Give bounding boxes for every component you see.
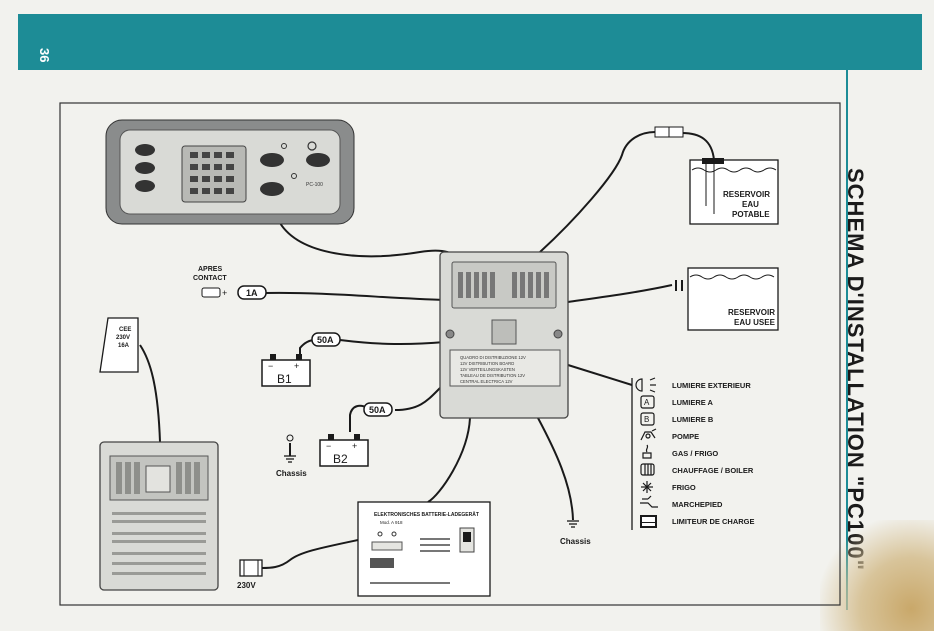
legend-row: B LUMIERE B <box>640 412 714 426</box>
fuse-50a-1-label: 50A <box>317 335 334 345</box>
diagram-frame <box>59 102 841 606</box>
battery-b2-label: B2 <box>333 452 348 466</box>
svg-text:B: B <box>644 415 649 424</box>
charger-model: Mod. A 918 <box>380 520 403 525</box>
legend-row: LIMITEUR DE CHARGE <box>640 515 755 528</box>
board-text-2: 12V DISTRIBUTION BOARD <box>460 361 514 366</box>
legend-label: LUMIERE EXTERIEUR <box>672 381 751 390</box>
reservoir-potable-label-1: RESERVOIR <box>723 190 770 199</box>
legend-label: LIMITEUR DE CHARGE <box>672 517 755 526</box>
legend-label: FRIGO <box>672 483 696 492</box>
legend-row: POMPE <box>640 428 699 441</box>
charge-limiter-icon <box>640 515 657 528</box>
distribution-board: QUADRO DI DISTRIBUZIONE 12V 12V DISTRIBU… <box>439 251 569 419</box>
reservoir-eau-potable: RESERVOIR EAU POTABLE <box>654 126 779 225</box>
svg-text:+: + <box>222 288 227 298</box>
ground-symbol-2 <box>567 520 579 528</box>
fuse-1a <box>237 285 267 300</box>
fridge-icon <box>641 481 653 493</box>
legend-row: CHAUFFAGE / BOILER <box>640 463 754 476</box>
battery-b2: − + B2 <box>286 434 369 467</box>
power-unit <box>99 441 219 591</box>
legend-row: LUMIERE EXTERIEUR <box>635 377 751 393</box>
light-b-icon: B <box>640 412 655 426</box>
heater-icon <box>640 463 655 476</box>
chassis-label-2: Chassis <box>560 537 591 546</box>
light-a-icon: A <box>640 395 655 409</box>
plug-230v-label: 230V <box>237 581 256 590</box>
fuse-1a-label: 1A <box>246 288 258 298</box>
cee-inlet: CEE 230V 16A <box>99 317 139 373</box>
reservoir-potable-label-3: POTABLE <box>732 210 770 219</box>
panel-model: PC-100 <box>306 182 323 188</box>
gas-fridge-icon <box>642 444 652 459</box>
board-text-5: CENTRAL ELECTRICA 12V <box>460 379 513 384</box>
legend-label: CHAUFFAGE / BOILER <box>672 466 754 475</box>
svg-text:−: − <box>268 361 273 371</box>
fuse-50a-2 <box>363 402 393 417</box>
legend-row: GAS / FRIGO <box>642 444 718 459</box>
svg-text:−: − <box>326 441 331 451</box>
header-band <box>18 14 922 70</box>
legend-label: POMPE <box>672 432 699 441</box>
cee-label-3: 16A <box>118 343 130 349</box>
paper-stain <box>820 520 934 631</box>
legend-label: LUMIERE B <box>672 415 714 424</box>
fuse-50a-2-label: 50A <box>369 405 386 415</box>
legend-row: MARCHEPIED <box>640 495 723 509</box>
step-icon <box>640 495 658 508</box>
control-panel-pc100: PC-100 <box>105 119 355 225</box>
legend-label: LUMIERE A <box>672 398 714 407</box>
cee-label-2: 230V <box>116 335 130 341</box>
reservoir-potable-label-2: EAU <box>742 200 759 209</box>
battery-b1: − + B1 <box>261 354 311 387</box>
ground-symbol-1 <box>284 455 296 463</box>
legend: LUMIERE EXTERIEUR A LUMIERE A B LUMIERE … <box>635 377 755 528</box>
legend-label: MARCHEPIED <box>672 500 723 509</box>
battery-b1-label: B1 <box>277 372 292 386</box>
legend-row: FRIGO <box>641 481 696 493</box>
fuse-50a-1 <box>311 332 341 347</box>
board-text-3: 12V VERTEILUNGSKASTEN <box>460 367 515 372</box>
reservoir-eau-usee: RESERVOIR EAU USEE <box>675 267 779 331</box>
plug-230v <box>239 559 263 577</box>
charger-title: ELEKTRONISCHES BATTERIE-LADEGERÄT <box>374 511 479 518</box>
pump-icon <box>640 428 657 441</box>
reservoir-usee-label-2: EAU USEE <box>734 318 776 327</box>
cee-label-1: CEE <box>119 327 131 333</box>
battery-charger: ELEKTRONISCHES BATTERIE-LADEGERÄT Mod. A… <box>357 501 491 597</box>
chassis-label-1: Chassis <box>276 469 307 478</box>
reservoir-usee-label-1: RESERVOIR <box>728 308 775 317</box>
board-text-4: TABLEAU DE DISTRIBUTION 12V <box>460 373 525 378</box>
apres-contact-label-1: APRES <box>198 266 222 273</box>
svg-text:+: + <box>294 361 299 371</box>
svg-text:+: + <box>352 441 357 451</box>
svg-text:A: A <box>644 398 650 407</box>
ignition-connector <box>201 287 221 298</box>
sidebar-rule <box>846 70 848 610</box>
board-text-1: QUADRO DI DISTRIBUZIONE 12V <box>460 355 526 360</box>
light-exterior-icon <box>635 377 656 393</box>
legend-label: GAS / FRIGO <box>672 449 718 458</box>
apres-contact-label-2: CONTACT <box>193 275 227 282</box>
legend-row: A LUMIERE A <box>640 395 714 409</box>
